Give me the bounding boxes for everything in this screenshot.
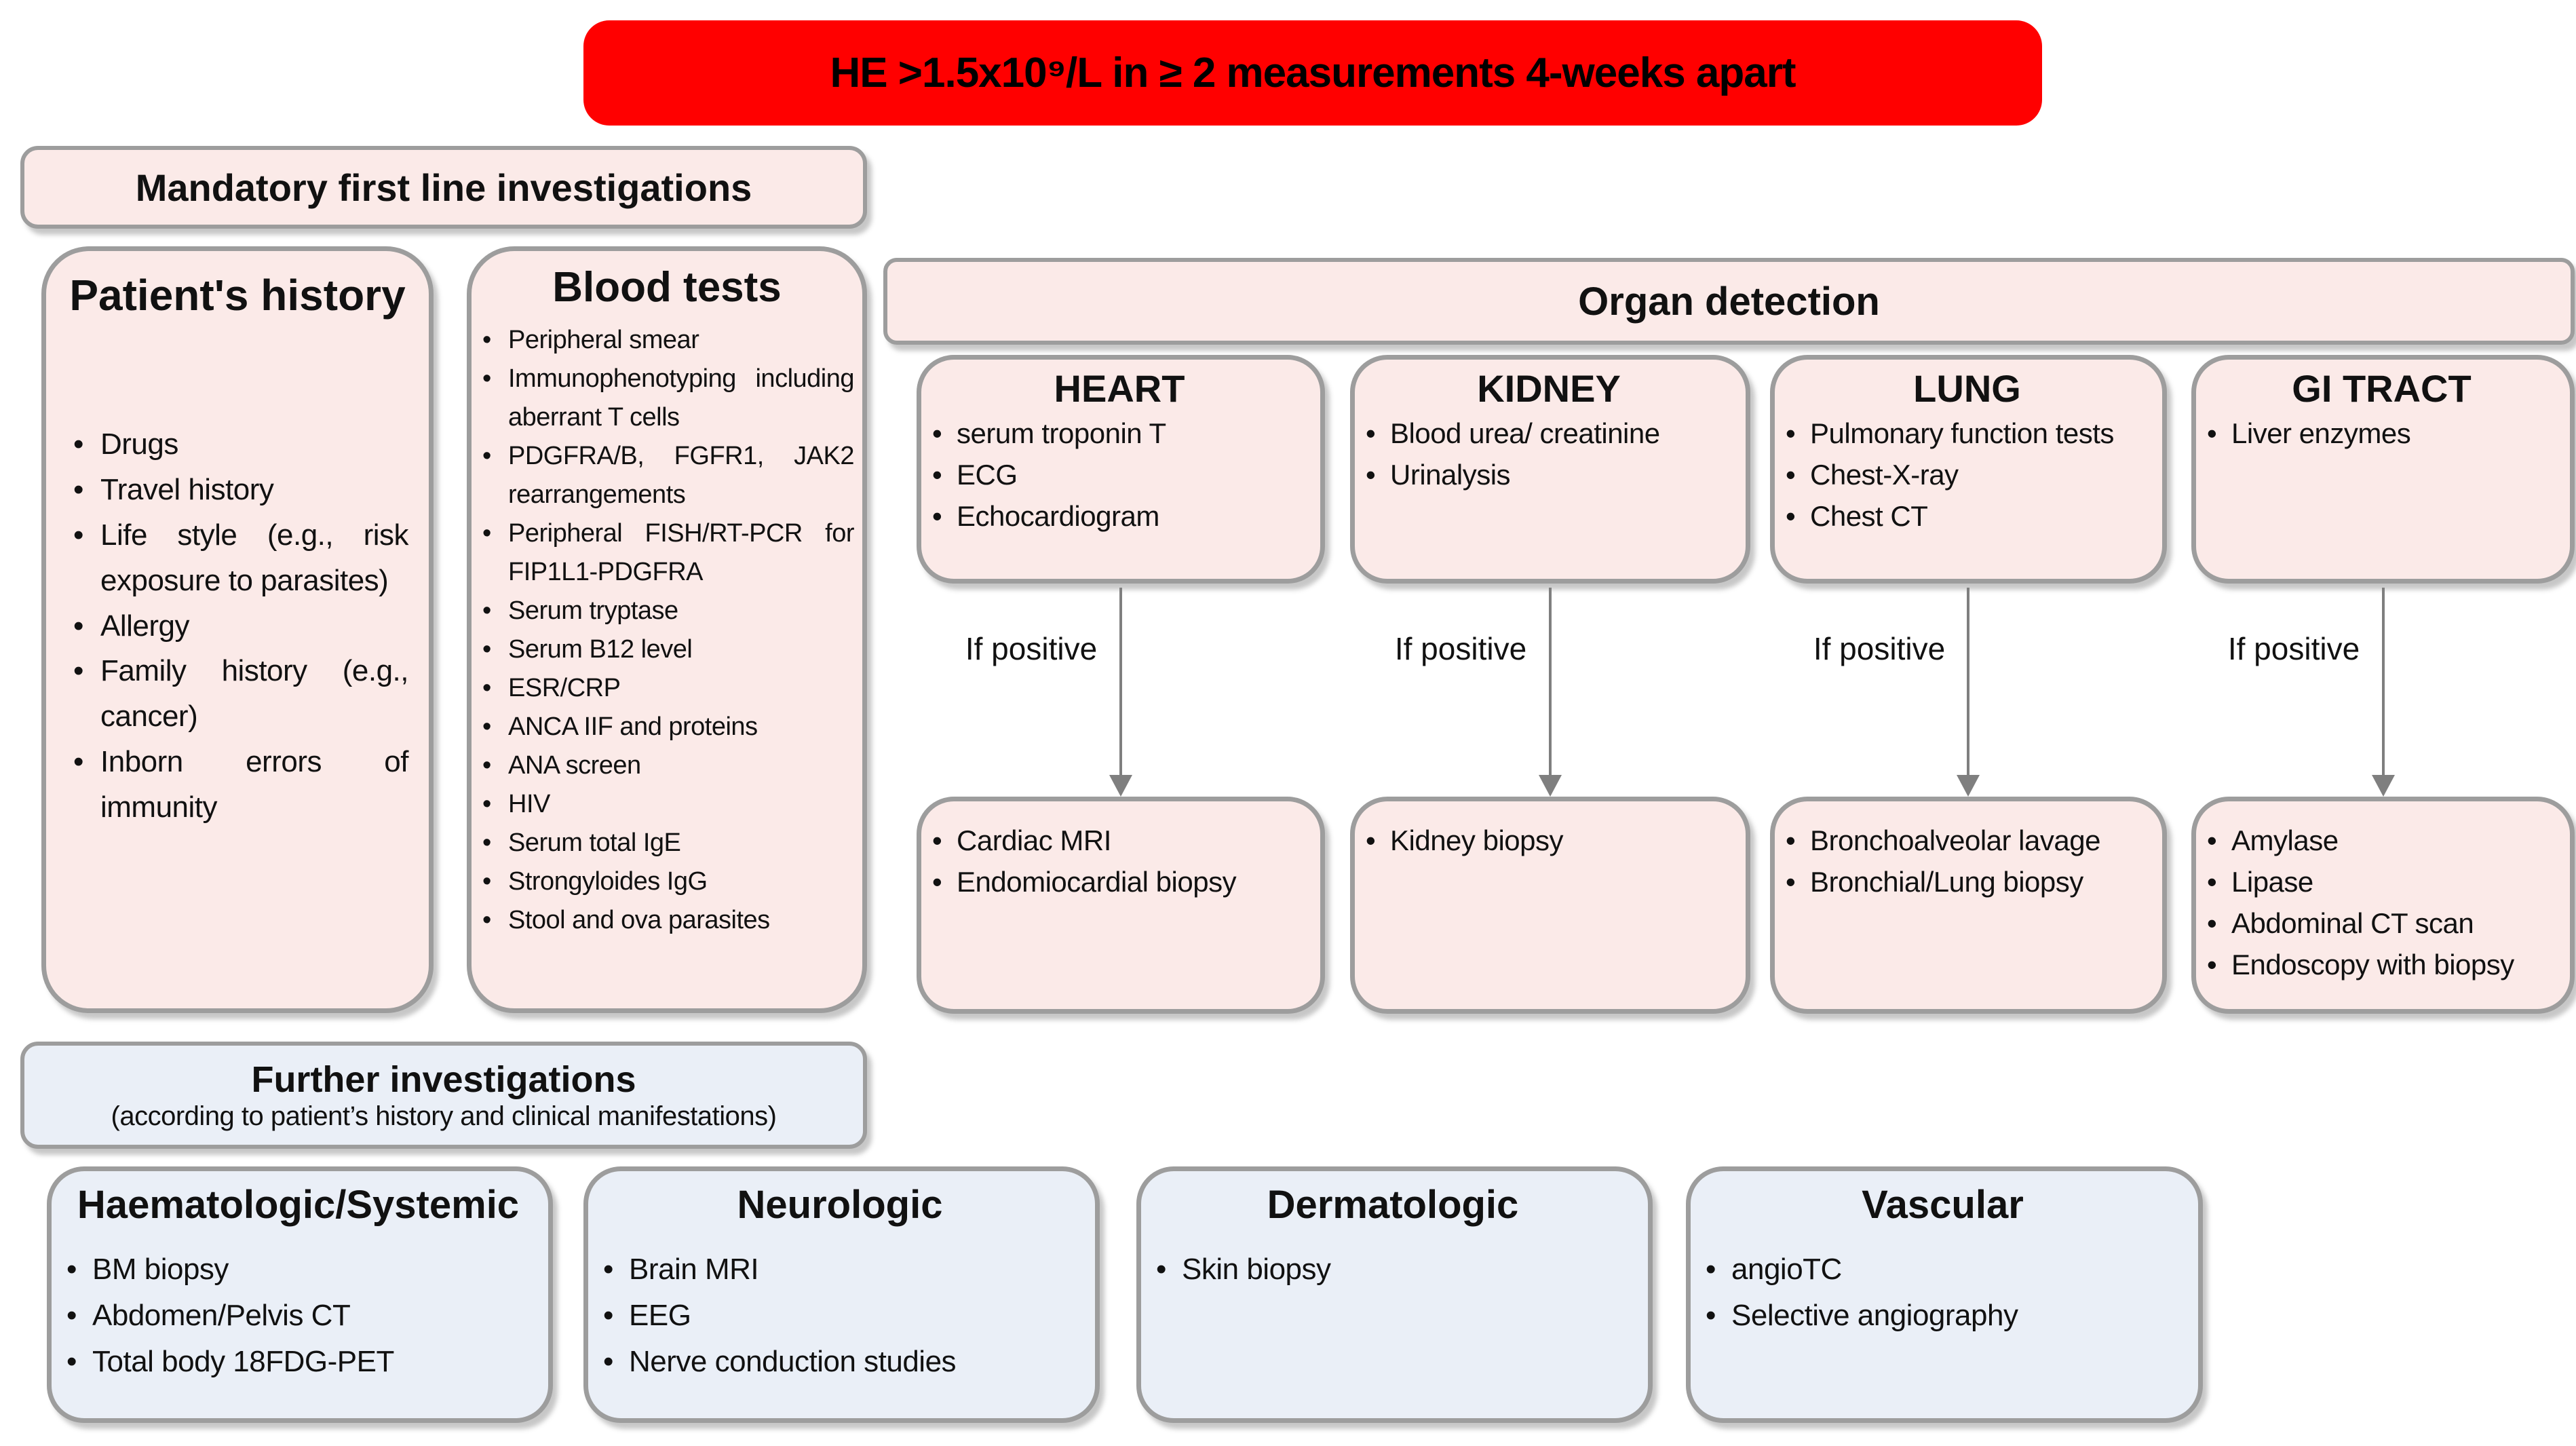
blood-tests-title: Blood tests (552, 264, 782, 311)
list-item: Strongyloides IgG (480, 862, 854, 901)
list-item: ANA screen (480, 746, 854, 785)
followup-item: Amylase (2206, 820, 2558, 862)
list-item: Stool and ova parasites (480, 901, 854, 940)
category-item: angioTC (1704, 1247, 2181, 1293)
list-item: Immunophenotyping including aberrant T c… (480, 360, 855, 437)
category-title: Vascular (1862, 1183, 2024, 1227)
patient-history-title: Patient's history (69, 271, 406, 320)
followup-box-kidney: Kidney biopsy (1350, 797, 1750, 1014)
test-item: Pulmonary function tests (1784, 413, 2150, 455)
if-positive-label: If positive (965, 631, 1098, 666)
if-positive-label: If positive (1394, 631, 1527, 666)
category-item: Abdomen/Pelvis CT (65, 1293, 531, 1339)
he-criteria-banner: HE >1.5x10⁹/L in ≥ 2 measurements 4-week… (583, 20, 2042, 126)
organ-box-gi-tract: GI TRACT Liver enzymes (2191, 355, 2575, 584)
list-item: Peripheral smear (480, 321, 854, 360)
test-item: Blood urea/ creatinine (1364, 413, 1733, 455)
organ-title-kidney: KIDNEY (1477, 367, 1621, 410)
test-item: serum troponin T (931, 413, 1308, 455)
organ-title-heart: HEART (1054, 367, 1185, 410)
list-item: ANCA IIF and proteins (480, 708, 854, 746)
organ-title-lung: LUNG (1913, 367, 2021, 410)
organ-box-lung: LUNG Pulmonary function tests Chest-X-ra… (1770, 355, 2167, 584)
category-box-vascular: Vascular angioTC Selective angiography (1686, 1166, 2203, 1423)
list-item: Serum total IgE (480, 824, 854, 862)
organ-box-heart: HEART serum troponin T ECG Echocardiogra… (917, 355, 1325, 584)
if-positive-label: If positive (2227, 631, 2360, 666)
arrow-down-lung (1967, 588, 1969, 776)
followup-item: Kidney biopsy (1364, 820, 1733, 862)
further-investigations-title: Further investigations (251, 1059, 636, 1101)
category-title: Dermatologic (1267, 1183, 1519, 1227)
list-item: Life style (e.g., risk exposure to paras… (66, 513, 409, 604)
patient-history-box: Patient's history Drugs Travel history L… (41, 246, 434, 1013)
further-investigations-subtitle: (according to patient’s history and clin… (111, 1101, 777, 1131)
category-box-neurologic: Neurologic Brain MRI EEG Nerve conductio… (583, 1166, 1100, 1423)
mandatory-investigations-header: Mandatory first line investigations (20, 146, 867, 229)
category-item: Total body 18FDG-PET (65, 1339, 531, 1385)
patient-history-list: Drugs Travel history Life style (e.g., r… (66, 422, 409, 831)
category-item: Nerve conduction studies (602, 1339, 1078, 1385)
blood-tests-list: Peripheral smear Immunophenotyping inclu… (480, 321, 855, 940)
followup-item: Cardiac MRI (931, 820, 1308, 862)
followup-box-gi-tract: Amylase Lipase Abdominal CT scan Endosco… (2191, 797, 2575, 1014)
test-item: Liver enzymes (2206, 413, 2558, 455)
further-investigations-header: Further investigations (according to pat… (20, 1042, 867, 1149)
list-item: Travel history (66, 468, 408, 513)
followup-item: Abdominal CT scan (2206, 903, 2558, 945)
category-item: EEG (602, 1293, 1078, 1339)
category-title: Haematologic/Systemic (77, 1183, 520, 1227)
list-item: HIV (480, 785, 854, 824)
category-box-haematologic-systemic: Haematologic/Systemic BM biopsy Abdomen/… (47, 1166, 553, 1423)
test-item: Chest-X-ray (1784, 455, 2150, 496)
arrow-down-gi-tract (2382, 588, 2385, 776)
list-item: ESR/CRP (480, 669, 854, 708)
category-item: Selective angiography (1704, 1293, 2181, 1339)
organ-detection-header: Organ detection (883, 258, 2575, 345)
list-item: Serum B12 level (480, 630, 854, 669)
arrow-down-kidney (1549, 588, 1552, 776)
followup-item: Bronchoalveolar lavage (1784, 820, 2150, 862)
followup-box-lung: Bronchoalveolar lavage Bronchial/Lung bi… (1770, 797, 2167, 1014)
followup-item: Bronchial/Lung biopsy (1784, 862, 2150, 903)
list-item: Family history (e.g., cancer) (66, 649, 409, 740)
category-item: Skin biopsy (1155, 1247, 1631, 1293)
list-item: Serum tryptase (480, 592, 854, 630)
if-positive-label: If positive (1813, 631, 1946, 666)
followup-item: Endoscopy with biopsy (2206, 945, 2558, 986)
list-item: Drugs (66, 422, 408, 468)
test-item: Urinalysis (1364, 455, 1733, 496)
list-item: Allergy (66, 604, 408, 649)
test-item: Chest CT (1784, 496, 2150, 537)
category-item: BM biopsy (65, 1247, 531, 1293)
category-title: Neurologic (737, 1183, 943, 1227)
category-box-dermatologic: Dermatologic Skin biopsy (1136, 1166, 1653, 1423)
organ-title-gi-tract: GI TRACT (2292, 367, 2472, 410)
organ-box-kidney: KIDNEY Blood urea/ creatinine Urinalysis (1350, 355, 1750, 584)
followup-item: Lipase (2206, 862, 2558, 903)
list-item: PDGFRA/B, FGFR1, JAK2 rearrangements (480, 437, 855, 514)
test-item: Echocardiogram (931, 496, 1308, 537)
followup-item: Endomiocardial biopsy (931, 862, 1308, 903)
arrow-down-heart (1119, 588, 1122, 776)
list-item: Peripheral FISH/RT-PCR for FIP1L1-PDGFRA (480, 514, 855, 592)
blood-tests-box: Blood tests Peripheral smear Immunopheno… (467, 246, 867, 1013)
followup-box-heart: Cardiac MRI Endomiocardial biopsy (917, 797, 1325, 1014)
category-item: Brain MRI (602, 1247, 1078, 1293)
test-item: ECG (931, 455, 1308, 496)
list-item: Inborn errors of immunity (66, 740, 409, 831)
